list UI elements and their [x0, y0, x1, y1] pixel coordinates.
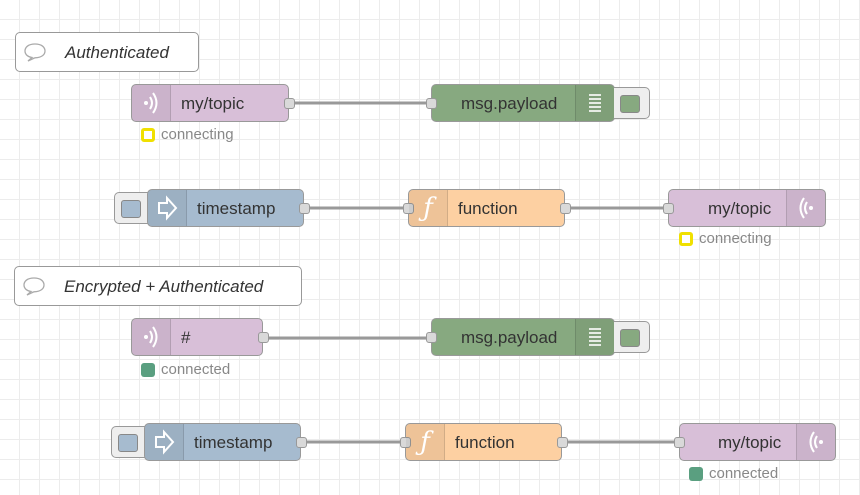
input-port[interactable] [663, 203, 674, 214]
comment-icon [16, 33, 54, 71]
inject-trigger-button[interactable] [114, 192, 150, 224]
function-node[interactable]: ƒ function [400, 423, 568, 461]
debug-toggle-button[interactable] [614, 321, 650, 353]
function-node[interactable]: ƒ function [403, 189, 571, 227]
node-status: connected [141, 361, 230, 378]
output-port[interactable] [560, 203, 571, 214]
comment-node-encrypted-authenticated[interactable]: Encrypted + Authenticated [14, 266, 302, 306]
debug-node[interactable]: msg.payload [426, 318, 615, 356]
comment-text: Encrypted + Authenticated [64, 277, 264, 296]
node-label: my/topic [181, 94, 245, 113]
inject-arrow-icon [145, 424, 184, 460]
node-label: msg.payload [461, 94, 558, 113]
function-icon: ƒ [406, 424, 445, 460]
status-text: connecting [161, 126, 234, 143]
mqtt-out-node[interactable]: my/topic [663, 189, 826, 227]
output-port[interactable] [557, 437, 568, 448]
mqtt-radio-icon [132, 319, 171, 355]
status-dot-icon [141, 362, 155, 377]
mqtt-in-node[interactable]: # [131, 318, 269, 356]
input-port[interactable] [426, 98, 437, 109]
inject-node[interactable]: timestamp [144, 423, 307, 461]
status-text: connected [709, 465, 779, 482]
input-port[interactable] [403, 203, 414, 214]
node-label: timestamp [194, 433, 273, 452]
node-label: function [455, 433, 515, 452]
node-status: connected [689, 465, 778, 482]
node-label: my/topic [718, 433, 782, 452]
node-status: connecting [141, 126, 234, 143]
output-port[interactable] [284, 98, 295, 109]
debug-node[interactable]: msg.payload [426, 84, 615, 122]
debug-list-icon [575, 85, 614, 121]
debug-toggle-button[interactable] [614, 87, 650, 119]
output-port[interactable] [296, 437, 307, 448]
node-label: # [181, 328, 191, 347]
mqtt-out-node[interactable]: my/topic [674, 423, 836, 461]
status-dot-icon [689, 466, 703, 481]
mqtt-radio-icon [796, 424, 835, 460]
node-label: timestamp [197, 199, 276, 218]
output-port[interactable] [299, 203, 310, 214]
toggle-indicator [620, 95, 640, 113]
input-port[interactable] [674, 437, 685, 448]
comment-text: Authenticated [65, 43, 169, 62]
node-label: function [458, 199, 518, 218]
mqtt-radio-icon [786, 190, 825, 226]
comment-icon [15, 267, 53, 305]
node-status: connecting [679, 230, 772, 247]
node-label: msg.payload [461, 328, 558, 347]
debug-list-icon [575, 319, 614, 355]
trigger-indicator [121, 200, 141, 218]
toggle-indicator [620, 329, 640, 347]
inject-trigger-button[interactable] [111, 426, 147, 458]
input-port[interactable] [400, 437, 411, 448]
inject-arrow-icon [148, 190, 187, 226]
function-icon: ƒ [409, 190, 448, 226]
mqtt-radio-icon [132, 85, 171, 121]
mqtt-in-node[interactable]: my/topic [131, 84, 295, 122]
comment-node-authenticated[interactable]: Authenticated [15, 32, 199, 72]
node-label: my/topic [708, 199, 772, 218]
status-text: connecting [699, 230, 772, 247]
output-port[interactable] [258, 332, 269, 343]
inject-node[interactable]: timestamp [147, 189, 310, 227]
status-ring-icon [679, 231, 693, 246]
status-text: connected [161, 361, 231, 378]
trigger-indicator [118, 434, 138, 452]
input-port[interactable] [426, 332, 437, 343]
status-ring-icon [141, 127, 155, 142]
